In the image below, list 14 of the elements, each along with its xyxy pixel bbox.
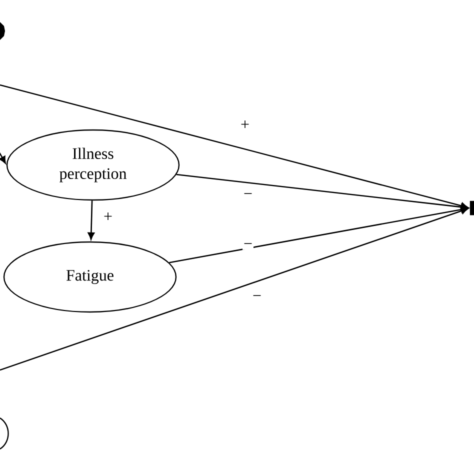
arrow bbox=[0, 207, 468, 371]
arrow bbox=[169, 206, 468, 264]
ellipse-node: Illness perception bbox=[6, 129, 180, 201]
edge-label: + bbox=[240, 119, 251, 131]
edge-label: − bbox=[242, 192, 254, 200]
edge-label: − bbox=[242, 242, 254, 250]
arrow bbox=[0, 150, 6, 164]
edge-label: + bbox=[102, 211, 114, 223]
node-box bbox=[470, 200, 474, 216]
arrow bbox=[88, 200, 95, 240]
edge-label: − bbox=[252, 294, 263, 302]
ellipse-node: Fatigue bbox=[3, 241, 177, 313]
arrow bbox=[176, 174, 468, 210]
arrow bbox=[0, 84, 468, 210]
